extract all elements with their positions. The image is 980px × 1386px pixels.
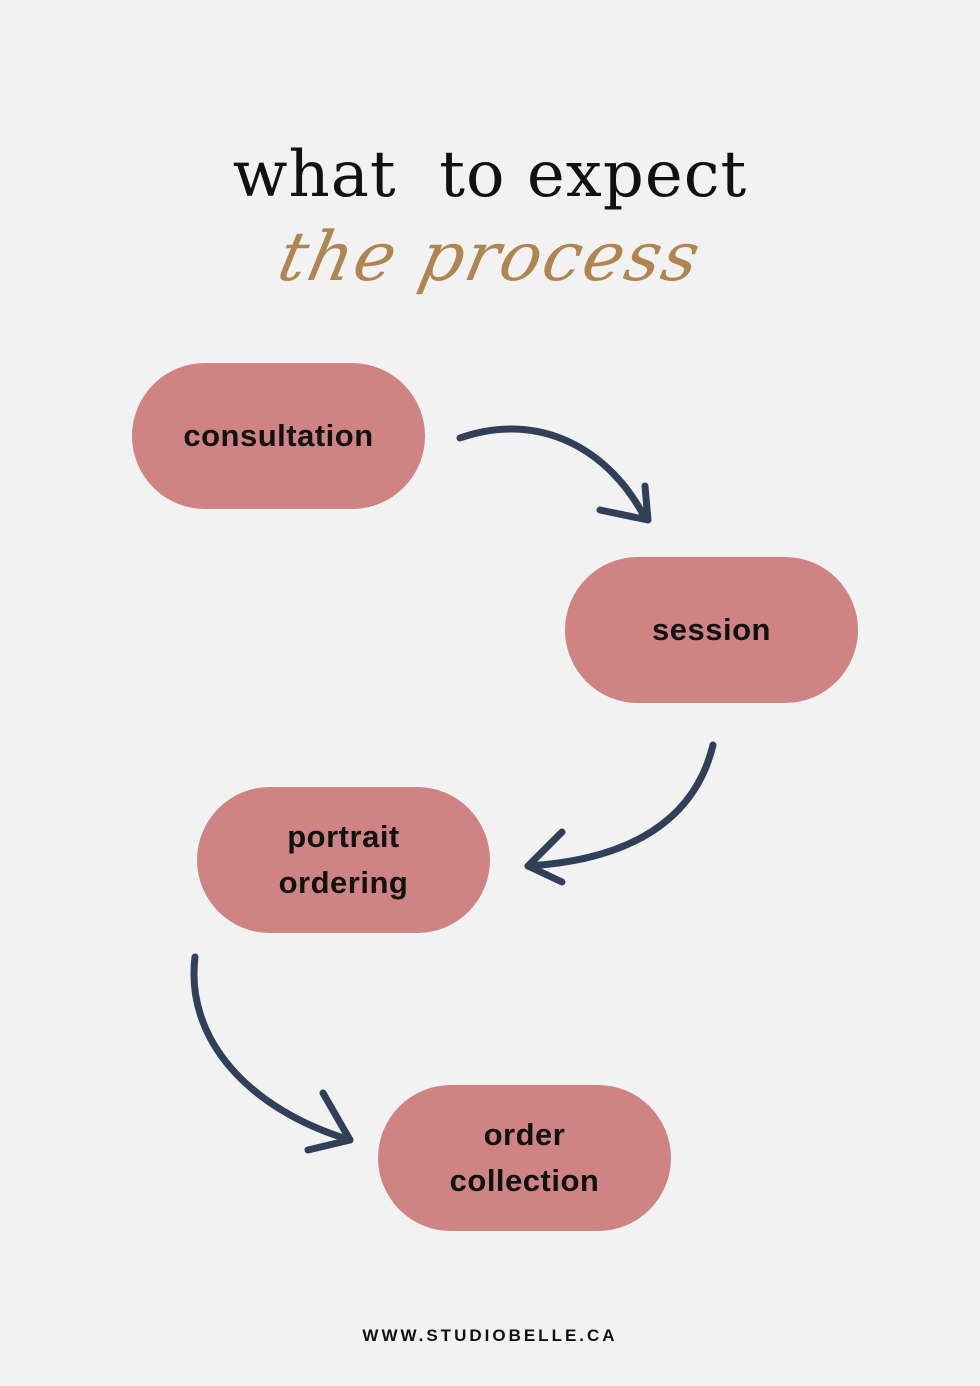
step-label-line2: ordering — [278, 865, 409, 900]
step-label-line1: order — [483, 1117, 566, 1152]
website-footer: WWW.STUDIOBELLE.CA — [362, 1326, 618, 1345]
step-label-line2: collection — [449, 1163, 600, 1198]
step-label: consultation — [183, 418, 374, 453]
arrow-portrait-to-collection — [190, 953, 354, 1154]
step-session: session — [565, 557, 858, 703]
arrow-consultation-to-session — [456, 425, 652, 524]
step-label-line1: portrait — [287, 819, 400, 854]
step-consultation: consultation — [132, 363, 425, 509]
arrow-session-to-portrait — [524, 741, 717, 886]
step-portrait-ordering: portrait ordering — [197, 787, 490, 933]
step-order-collection: order collection — [378, 1085, 671, 1231]
step-label: session — [652, 612, 771, 647]
page-title: what to expect — [232, 138, 748, 212]
